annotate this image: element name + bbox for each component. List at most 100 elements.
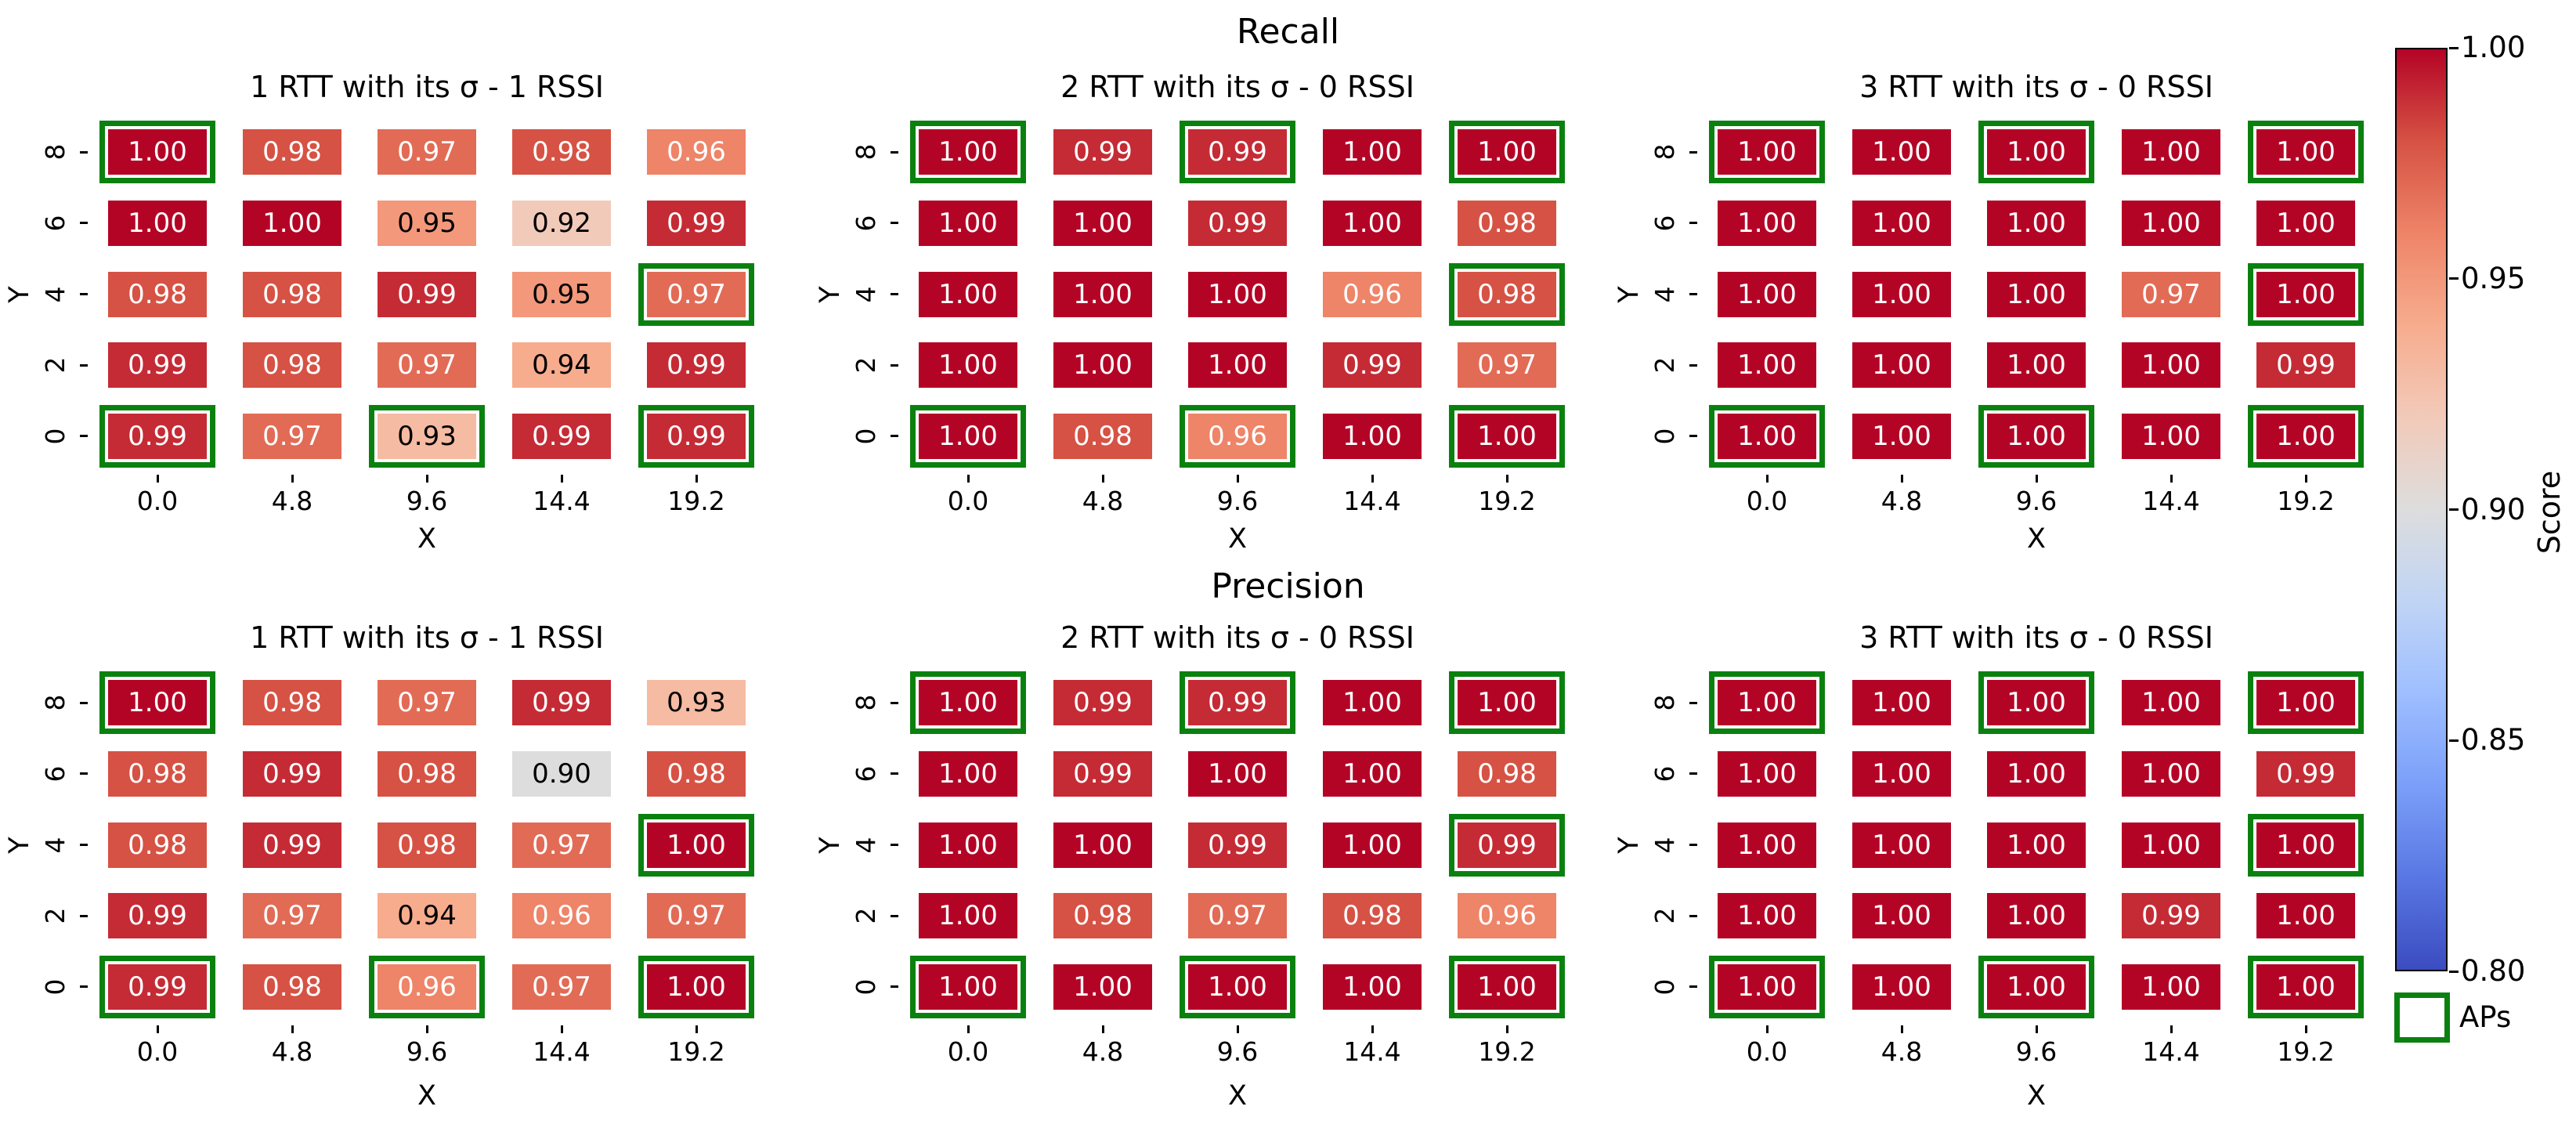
heatmap-cell: 0.98 <box>378 750 476 797</box>
heatmap-cell: 0.97 <box>1458 342 1556 389</box>
y-axis-label: Y <box>815 285 846 303</box>
x-tick-label: 0.0 <box>947 486 989 516</box>
y-tick-label: 4 <box>1649 286 1680 302</box>
heatmap-cell: 0.99 <box>243 822 341 868</box>
subplot-title: 2 RTT with its σ - 0 RSSI <box>1060 70 1414 104</box>
heatmap-cell-ap: 1.00 <box>1718 413 1816 459</box>
x-tick-mark <box>1101 1025 1104 1033</box>
heatmap-cell: 0.98 <box>108 750 207 797</box>
heatmap-cell: 0.96 <box>1323 271 1422 317</box>
x-tick-mark <box>425 475 428 483</box>
y-tick-label: 4 <box>1649 837 1680 853</box>
heatmap-cell: 0.97 <box>512 964 611 1010</box>
heatmap-cell: 0.99 <box>108 893 207 939</box>
x-tick-mark <box>1236 475 1239 483</box>
x-tick-label: 9.6 <box>1216 486 1259 516</box>
heatmap-cell: 1.00 <box>919 200 1017 246</box>
heatmap-cell-ap: 0.99 <box>1188 129 1287 175</box>
heatmap-cell: 0.97 <box>2122 271 2220 317</box>
colorbar-tick-mark <box>2449 277 2459 280</box>
heatmap-cell: 1.00 <box>1987 822 2086 868</box>
heatmap-cell: 1.00 <box>1188 750 1287 797</box>
heatmap-cell-ap: 1.00 <box>2256 964 2355 1010</box>
heatmap-cell: 1.00 <box>1053 271 1152 317</box>
y-tick-mark <box>1689 844 1697 846</box>
y-tick-label: 8 <box>1649 694 1680 711</box>
heatmap-cell: 0.97 <box>512 822 611 868</box>
heatmap-cell: 0.98 <box>1323 893 1422 939</box>
heatmap-cell: 0.99 <box>1053 129 1152 175</box>
heatmap-cell: 1.00 <box>1852 680 1951 726</box>
x-axis-label: X <box>1228 1080 1247 1112</box>
y-tick-label: 6 <box>851 765 881 783</box>
x-tick-mark <box>2170 1025 2173 1033</box>
x-tick-mark <box>2035 475 2038 483</box>
colorbar-tick-label: 1.00 <box>2461 31 2526 64</box>
x-tick-mark <box>695 1025 698 1033</box>
heatmap-cell: 0.99 <box>647 200 746 246</box>
subplot-title: 2 RTT with its σ - 0 RSSI <box>1060 620 1414 655</box>
y-tick-mark <box>80 701 88 704</box>
subplot-title: 3 RTT with its σ - 0 RSSI <box>1859 620 2213 655</box>
y-tick-mark <box>80 844 88 846</box>
y-tick-label: 2 <box>40 907 70 924</box>
heatmap-cell-ap: 1.00 <box>1987 964 2086 1010</box>
x-tick-label: 14.4 <box>533 486 591 516</box>
y-tick-mark <box>891 914 898 917</box>
y-axis-label: Y <box>1613 836 1645 854</box>
x-tick-mark <box>291 475 294 483</box>
heatmap-cell: 0.98 <box>243 271 341 317</box>
heatmap-cell: 0.98 <box>1053 893 1152 939</box>
x-tick-label: 19.2 <box>2277 1036 2335 1067</box>
heatmap-cell-ap: 0.97 <box>647 271 746 317</box>
heatmap-cell: 1.00 <box>1053 822 1152 868</box>
x-axis-label: X <box>1228 523 1247 555</box>
y-tick-label: 0 <box>40 978 70 996</box>
heatmap-cell: 0.99 <box>243 750 341 797</box>
heatmap-cell-ap: 1.00 <box>919 129 1017 175</box>
x-tick-label: 4.8 <box>1082 1036 1124 1067</box>
x-tick-label: 0.0 <box>136 486 179 516</box>
heatmap-cell-ap: 1.00 <box>2256 822 2355 868</box>
heatmap-cell: 0.99 <box>512 680 611 726</box>
heatmap-cell: 0.99 <box>378 271 476 317</box>
heatmap-cell: 0.99 <box>1053 680 1152 726</box>
y-tick-label: 2 <box>1649 907 1680 924</box>
heatmap-cell: 0.97 <box>647 893 746 939</box>
heatmap-cell: 0.97 <box>243 893 341 939</box>
heatmap-cell-ap: 1.00 <box>919 680 1017 726</box>
x-tick-mark <box>966 1025 970 1033</box>
y-tick-mark <box>891 150 898 154</box>
heatmap-cell: 0.98 <box>512 129 611 175</box>
x-axis-label: X <box>2027 1080 2046 1112</box>
y-tick-mark <box>80 772 88 776</box>
heatmap-cell-ap: 1.00 <box>108 129 207 175</box>
heatmap-cell: 0.99 <box>1188 200 1287 246</box>
heatmap-cell: 1.00 <box>1323 964 1422 1010</box>
heatmap-cell: 0.99 <box>512 413 611 459</box>
heatmap-cell: 0.99 <box>1053 750 1152 797</box>
heatmap-cell-ap: 0.93 <box>378 413 476 459</box>
heatmap-cell: 0.96 <box>647 129 746 175</box>
colorbar-tick-mark <box>2449 508 2459 511</box>
heatmap-cell: 1.00 <box>1188 271 1287 317</box>
heatmap-cell: 1.00 <box>1852 413 1951 459</box>
heatmap-cell: 0.98 <box>647 750 746 797</box>
y-tick-label: 2 <box>851 907 881 924</box>
y-axis-label: Y <box>815 836 846 854</box>
y-tick-label: 2 <box>40 356 70 374</box>
heatmap-cell: 0.90 <box>512 750 611 797</box>
subplot-title: 1 RTT with its σ - 1 RSSI <box>250 70 604 104</box>
y-tick-mark <box>891 363 898 367</box>
heatmap-cell: 0.95 <box>512 271 611 317</box>
heatmap-cell: 0.99 <box>2122 893 2220 939</box>
y-tick-mark <box>80 435 88 438</box>
heatmap-cell-ap: 0.96 <box>378 964 476 1010</box>
x-tick-mark <box>156 475 159 483</box>
y-tick-mark <box>80 985 88 989</box>
x-tick-mark <box>966 475 970 483</box>
heatmap-cell: 1.00 <box>1323 413 1422 459</box>
x-tick-label: 19.2 <box>667 1036 725 1067</box>
y-tick-mark <box>80 222 88 225</box>
y-tick-mark <box>1689 914 1697 917</box>
